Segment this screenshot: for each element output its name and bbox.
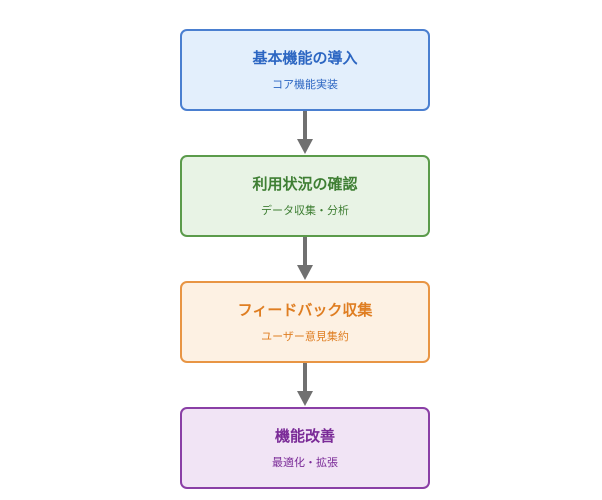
arrowhead-3 (297, 391, 313, 406)
step-1-box: 基本機能の導入 コア機能実装 (180, 29, 430, 111)
step-4-subtitle: 最適化・拡張 (272, 456, 338, 469)
arrowhead-2 (297, 265, 313, 280)
step-2-subtitle: データ収集・分析 (261, 204, 349, 217)
step-4-title: 機能改善 (274, 427, 335, 445)
step-3-box: フィードバック収集 ユーザー意見集約 (180, 281, 430, 363)
step-3-subtitle: ユーザー意見集約 (261, 330, 349, 343)
step-2-title: 利用状況の確認 (252, 175, 358, 193)
step-1-subtitle: コア機能実装 (272, 78, 338, 91)
step-3-title: フィードバック収集 (237, 301, 373, 319)
arrowhead-1 (297, 139, 313, 154)
step-4-box: 機能改善 最適化・拡張 (180, 407, 430, 489)
step-1-title: 基本機能の導入 (252, 49, 358, 67)
step-2-box: 利用状況の確認 データ収集・分析 (180, 155, 430, 237)
